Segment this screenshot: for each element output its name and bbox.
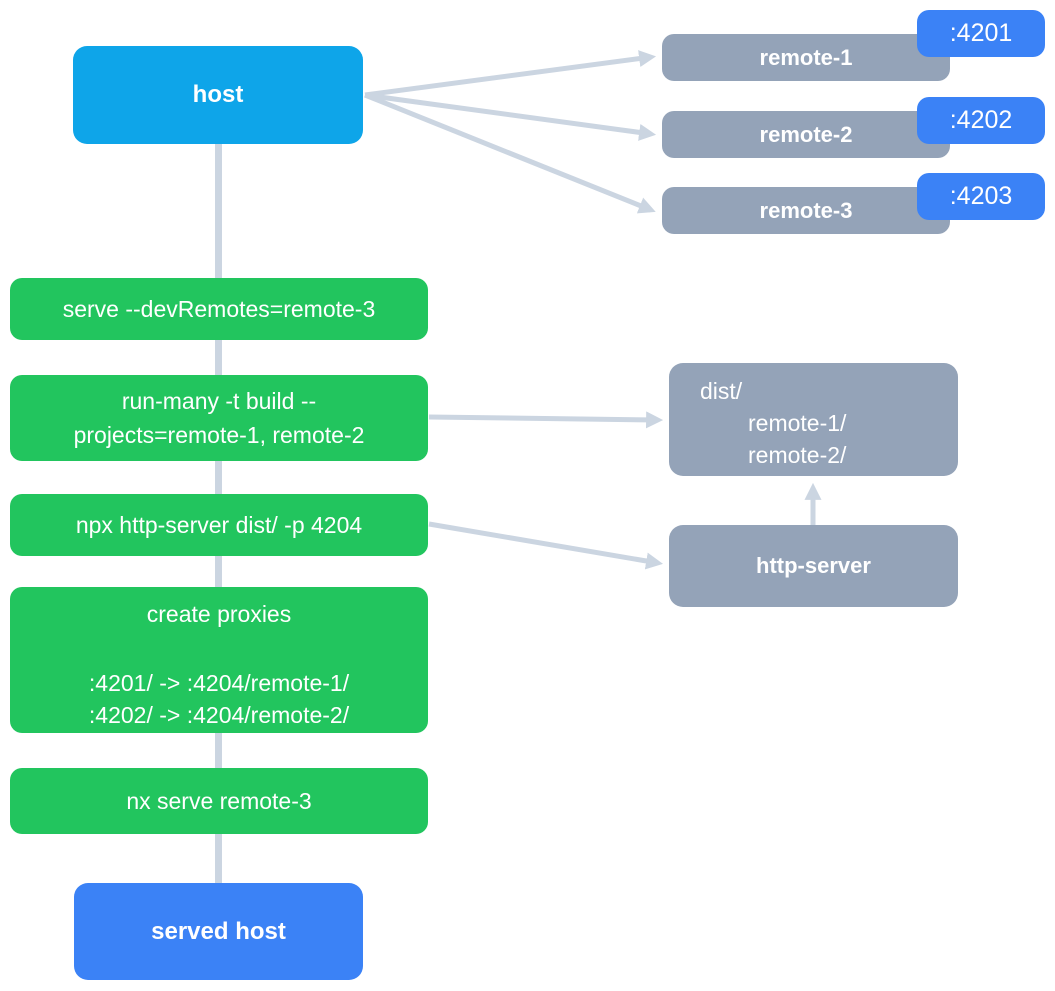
command-serve-dev-remotes: serve --devRemotes=remote-3 <box>10 278 428 340</box>
port-badge-4203: :4203 <box>917 173 1045 220</box>
remote-3-node: remote-3 <box>662 187 950 234</box>
host-node: host <box>73 46 363 144</box>
port-badge-4202: :4202 <box>917 97 1045 144</box>
served-host-node: served host <box>74 883 363 980</box>
arrow-host-to-remote-2 <box>364 92 657 141</box>
arrow-run-many-to-dist <box>428 411 664 429</box>
command-nx-serve-remote-3-label: nx serve remote-3 <box>126 787 312 814</box>
port-badge-4201: :4201 <box>917 10 1045 57</box>
command-npx-http-server: npx http-server dist/ -p 4204 <box>10 494 428 556</box>
dist-remote-1-line: remote-1/ <box>748 410 847 436</box>
command-npx-http-server-label: npx http-server dist/ -p 4204 <box>75 511 363 538</box>
command-run-many-build-line-1: run-many -t build -- <box>121 388 317 414</box>
arrow-host-to-remote-3 <box>364 92 656 214</box>
remote-1-label: remote-1 <box>759 44 853 70</box>
port-4202-label: :4202 <box>949 106 1013 134</box>
dist-folder-node: dist/ remote-1/ remote-2/ <box>669 363 958 476</box>
port-4203-label: :4203 <box>949 182 1013 210</box>
host-label: host <box>192 81 244 108</box>
proxy-rule-4201: :4201/ -> :4204/remote-1/ <box>88 670 350 696</box>
command-create-proxies: create proxies :4201/ -> :4204/remote-1/… <box>10 587 428 733</box>
http-server-node: http-server <box>669 525 958 607</box>
dist-remote-2-line: remote-2/ <box>748 442 847 468</box>
remote-3-label: remote-3 <box>759 197 853 223</box>
arrow-host-to-remote-1 <box>364 50 657 98</box>
http-server-label: http-server <box>756 553 871 578</box>
dist-folder-line: dist/ <box>700 378 743 404</box>
remote-2-node: remote-2 <box>662 111 950 158</box>
remote-1-node: remote-1 <box>662 34 950 81</box>
proxy-rule-4202: :4202/ -> :4204/remote-2/ <box>88 702 350 728</box>
command-run-many-build: run-many -t build -- projects=remote-1, … <box>10 375 428 461</box>
command-run-many-build-line-2: projects=remote-1, remote-2 <box>73 422 365 448</box>
remote-2-label: remote-2 <box>759 121 853 147</box>
command-nx-serve-remote-3: nx serve remote-3 <box>10 768 428 834</box>
served-host-label: served host <box>151 917 286 945</box>
create-proxies-title: create proxies <box>146 601 292 627</box>
port-4201-label: :4201 <box>949 19 1013 47</box>
arrow-npx-http-server-to-http-server <box>428 521 664 570</box>
command-serve-dev-remotes-label: serve --devRemotes=remote-3 <box>62 295 376 322</box>
